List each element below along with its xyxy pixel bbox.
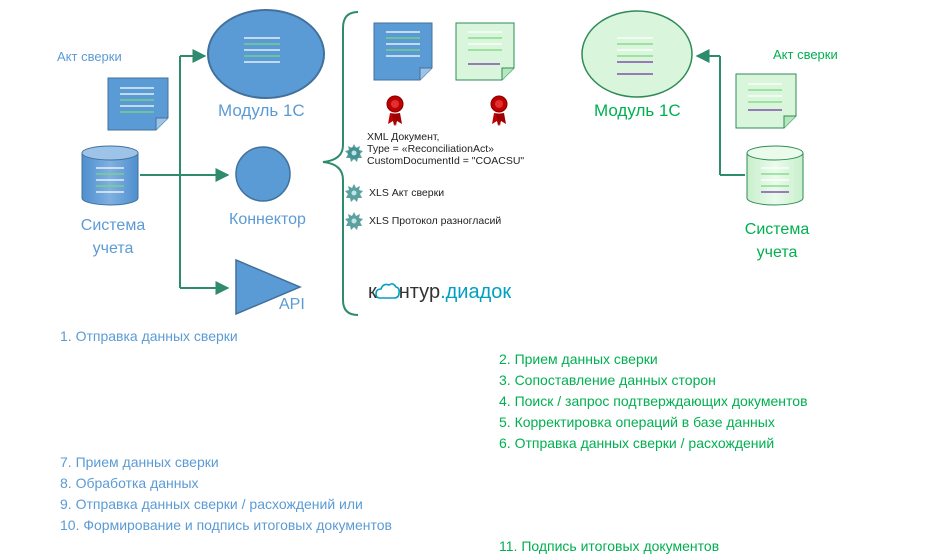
gear-icon: [345, 184, 363, 202]
right-database-icon: [746, 145, 804, 206]
api-label: API: [279, 296, 305, 313]
left-act-label: Акт сверки: [57, 49, 122, 64]
left-act-document-icon: [107, 77, 169, 131]
steps-list-right: 2. Прием данных сверки 3. Сопоставление …: [499, 349, 808, 454]
step-item: 8. Обработка данных: [60, 475, 199, 491]
step-item: 1. Отправка данных сверки: [60, 328, 238, 344]
xml-note-line3: CustomDocumentId = "COACSU": [367, 155, 525, 167]
xml-note-line1: XML Документ,: [367, 131, 440, 143]
right-module-1c-icon: [581, 10, 693, 98]
left-module-label: Модуль 1С: [218, 101, 305, 120]
seal-icon: [490, 95, 508, 126]
step-item: 11. Подпись итоговых документов: [499, 538, 720, 554]
logo-text-k: к: [368, 281, 377, 303]
gear-icon: [345, 144, 363, 162]
steps-list-left-top: 1. Отправка данных сверки: [60, 326, 238, 347]
xml-document-note: XML Документ, Type = «ReconciliationAct»…: [367, 131, 524, 167]
right-act-label: Акт сверки: [773, 47, 838, 62]
left-system-label-line1: Система: [80, 217, 146, 234]
step-item: 3. Сопоставление данных сторон: [499, 372, 716, 388]
brace-bracket: [322, 11, 359, 316]
step-item: 9. Отправка данных сверки / расхождений …: [60, 496, 363, 512]
seal-icon: [386, 95, 404, 126]
right-system-label: Система учета: [742, 221, 812, 262]
xml-note-line2: Type = «ReconciliationAct»: [367, 143, 494, 155]
middle-blue-document-icon: [373, 22, 433, 81]
gear-icon: [345, 212, 363, 230]
left-module-1c-icon: [207, 9, 325, 99]
connector-icon: [235, 146, 291, 202]
left-database-icon: [81, 145, 139, 206]
steps-list-right-bottom: 11. Подпись итоговых документов: [499, 536, 719, 557]
logo-text-diadok: .диадок: [440, 281, 512, 303]
step-item: 6. Отправка данных сверки / расхождений: [499, 435, 775, 451]
left-system-label: Система учета: [80, 217, 146, 258]
api-icon: [235, 258, 302, 316]
right-system-label-line2: учета: [756, 244, 798, 261]
left-arrows: [140, 49, 230, 295]
left-system-label-line2: учета: [92, 240, 134, 257]
xls-act-note: XLS Акт сверки: [369, 187, 445, 199]
right-module-label: Модуль 1С: [594, 101, 681, 120]
right-arrows: [695, 49, 745, 176]
step-item: 10. Формирование и подпись итоговых доку…: [60, 517, 392, 533]
steps-list-left-bottom: 7. Прием данных сверки 8. Обработка данн…: [60, 452, 392, 536]
step-item: 2. Прием данных сверки: [499, 351, 658, 367]
xls-protocol-note: XLS Протокол разногласий: [369, 215, 502, 227]
logo-text-ntur: нтур: [398, 281, 441, 303]
right-act-document-icon: [735, 73, 797, 129]
connector-label: Коннектор: [229, 211, 306, 228]
right-system-label-line1: Система: [744, 221, 810, 238]
kontur-logo-cloud-icon: [375, 283, 400, 299]
step-item: 4. Поиск / запрос подтверждающих докумен…: [499, 393, 808, 409]
step-item: 5. Корректировка операций в базе данных: [499, 414, 775, 430]
step-item: 7. Прием данных сверки: [60, 454, 219, 470]
middle-green-document-icon: [455, 22, 515, 81]
